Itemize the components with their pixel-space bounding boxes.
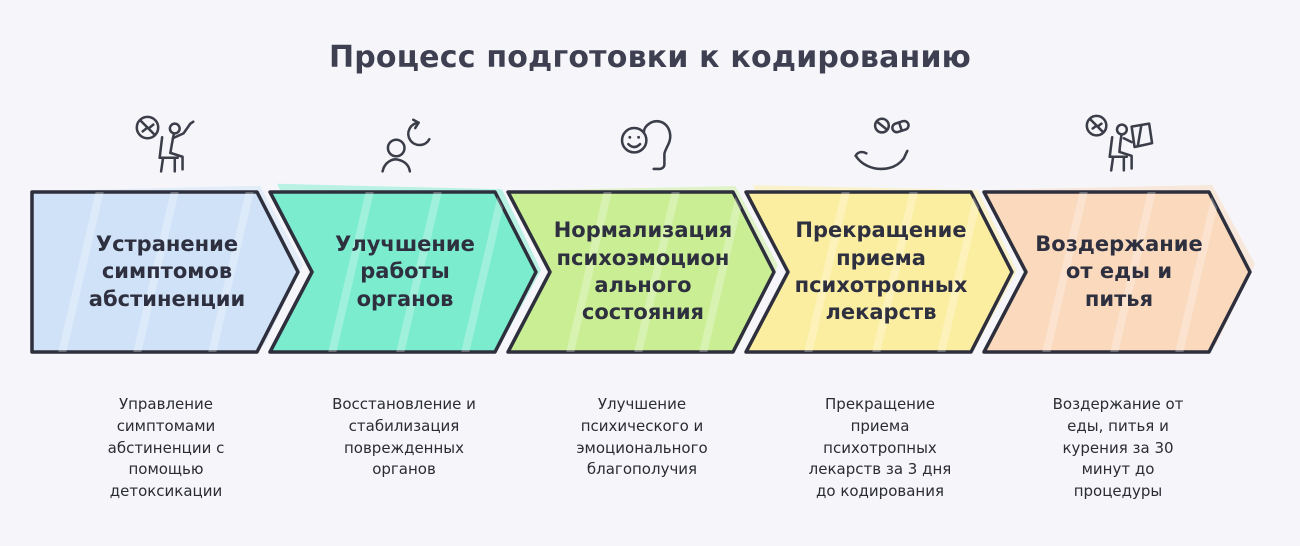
step-3-icon-wrap — [506, 100, 778, 190]
step-label: Устранение симптомов абстиненции — [88, 232, 246, 311]
no-pills-reading-person-icon — [1085, 114, 1154, 172]
step-2-icon-wrap — [268, 100, 540, 190]
head-smiley-face-icon — [620, 119, 672, 171]
step-4-shape-wrap: Прекращение приема психотропных лекарств — [744, 185, 1017, 354]
chevron-shape — [30, 185, 303, 354]
diagram-title: Процесс подготовки к кодированию — [328, 40, 972, 75]
chevron-fill — [982, 190, 1252, 354]
chevron-shape — [982, 184, 1255, 354]
step-description: Управление симптомами абстиненции с помо… — [107, 395, 225, 500]
process-step-5: Воздержание от еды и питья Воздержание о… — [982, 100, 1255, 503]
process-step-2: Улучшение работы органов Восстановление … — [268, 100, 541, 481]
step-label: Нормализация психоэмоцион ального состоя… — [553, 218, 733, 325]
chevron-fill — [30, 190, 300, 354]
step-5-icon-wrap — [982, 100, 1254, 190]
step-1-shape-wrap: Устранение симптомов абстиненции — [30, 185, 303, 354]
process-step-4: Прекращение приема психотропных лекарств… — [744, 100, 1017, 503]
step-description: Прекращение приема психотропных лекарств… — [808, 395, 952, 500]
marker-texture — [326, 192, 509, 352]
step-description: Восстановление и стабилизация поврежденн… — [332, 395, 476, 479]
marker-texture — [56, 192, 256, 352]
process-step-1: Устранение симптомов абстиненции Управле… — [30, 100, 303, 503]
hand-with-pills-icon — [854, 117, 910, 171]
step-label: Улучшение работы органов — [335, 232, 475, 311]
step-label: Прекращение приема психотропных лекарств — [794, 218, 968, 325]
marker-texture — [802, 192, 985, 352]
step-description: Воздержание от еды, питья и курения за 3… — [1052, 395, 1184, 500]
marker-texture — [1040, 192, 1223, 352]
step-2-shape-wrap: Улучшение работы органов — [268, 183, 541, 354]
step-label: Воздержание от еды и питья — [1035, 232, 1203, 311]
chevron-shape — [506, 186, 778, 354]
process-step-3: Нормализация психоэмоцион ального состоя… — [506, 100, 778, 481]
chevron-fill — [268, 190, 538, 354]
chevron-fill — [744, 190, 1014, 354]
step-1-icon-wrap — [30, 100, 302, 190]
step-3-shape-wrap: Нормализация психоэмоцион ального состоя… — [506, 186, 778, 354]
no-pills-seated-person-icon — [135, 115, 195, 173]
chevron-shape — [268, 183, 541, 354]
chevron-fill — [506, 190, 776, 354]
step-5-shape-wrap: Воздержание от еды и питья — [982, 184, 1255, 354]
chevron-shape — [744, 185, 1017, 354]
person-recovery-arrow-icon — [381, 118, 431, 173]
step-4-icon-wrap — [744, 100, 1016, 190]
step-description: Улучшение психического и эмоционального … — [576, 395, 708, 479]
marker-texture — [564, 192, 747, 352]
